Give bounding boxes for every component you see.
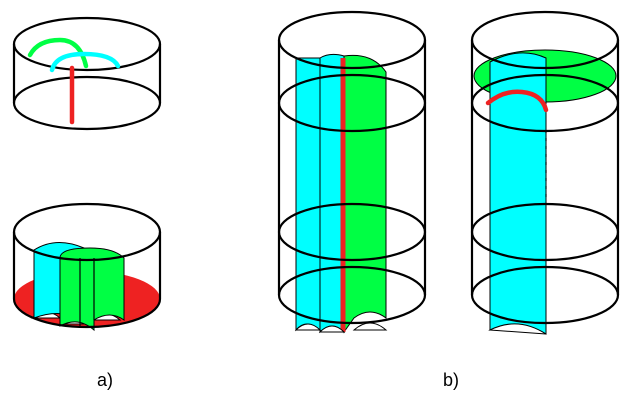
cylinder-a-bottom — [12, 202, 162, 332]
cylinder-a-top — [12, 16, 162, 131]
red-arc — [485, 89, 549, 113]
green-panel — [59, 247, 125, 332]
cyan-panel-b2 — [319, 53, 345, 334]
label-a: a) — [97, 370, 114, 390]
cylinder-b-left — [277, 10, 427, 334]
green-panel-b — [343, 54, 387, 334]
cylinder-b-right — [470, 10, 620, 335]
cyan-arc — [49, 51, 121, 73]
label-b: b) — [443, 370, 460, 390]
cyan-panel-b1 — [295, 57, 321, 332]
